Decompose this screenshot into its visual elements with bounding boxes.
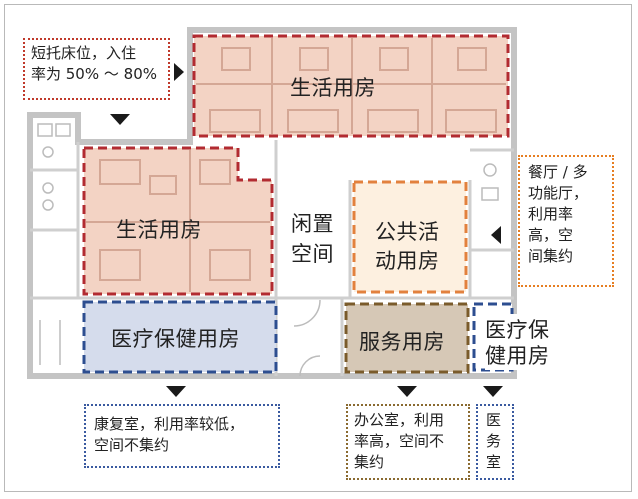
clinic-note-line-1: 医 <box>486 411 502 429</box>
rehab-note-line-1: 康复室，利用率较低， <box>94 415 245 433</box>
office-note-line-2: 率高，空间不 <box>354 432 445 450</box>
office-note: 办公室，利用 率高，空间不 集约 <box>346 404 470 480</box>
rehab-note: 康复室，利用率较低， 空间不集约 <box>84 404 280 468</box>
clinic-note: 医 务 室 <box>476 404 514 480</box>
public-activity-label-1: 公共活 <box>375 220 440 244</box>
medical-care-room <box>82 300 278 374</box>
dining-arrow-left-icon <box>491 226 501 244</box>
medical-small-label-1: 医疗保 <box>485 314 550 344</box>
rehab-arrow-down-icon <box>166 386 186 397</box>
interior-walls <box>30 140 514 376</box>
service-label: 服务用房 <box>359 330 445 354</box>
rehab-note-line-2: 空间不集约 <box>94 436 170 454</box>
fixtures <box>37 123 499 377</box>
bed-rate-arrow-down-icon <box>110 114 130 125</box>
dining-note-line-2: 功能厅， <box>528 184 589 202</box>
dining-note: 餐厅 / 多 功能厅， 利用率 高，空 间集约 <box>518 155 614 287</box>
medical-small-label-2: 健用房 <box>485 340 550 370</box>
dining-note-line-5: 间集约 <box>528 247 574 265</box>
clinic-note-line-2: 务 <box>486 432 502 450</box>
clinic-arrow-down-icon <box>483 386 503 397</box>
dining-note-line-1: 餐厅 / 多 <box>528 163 588 181</box>
office-note-line-1: 办公室，利用 <box>354 411 445 429</box>
living-rooms-left <box>82 146 274 296</box>
living-top-label: 生活用房 <box>290 76 376 100</box>
bed-rate-note: 短托床位，入住 率为 50% ～ 80% <box>23 38 170 100</box>
office-note-line-3: 集约 <box>354 453 385 471</box>
idle-space-label-2: 空间 <box>291 242 334 266</box>
medical-care-label: 医疗保健用房 <box>111 327 240 351</box>
bed-rate-arrow-right-icon <box>174 63 184 81</box>
bed-rate-note-line-2: 率为 50% ～ 80% <box>31 65 157 83</box>
bed-rate-note-line-1: 短托床位，入住 <box>31 44 137 62</box>
dining-note-line-3: 利用率 <box>528 205 574 223</box>
living-rooms-top <box>192 34 510 138</box>
living-left-label: 生活用房 <box>116 218 202 242</box>
clinic-note-line-3: 室 <box>486 453 502 471</box>
public-activity-label-2: 动用房 <box>375 249 440 273</box>
service-room <box>344 302 470 374</box>
building-walls <box>27 27 517 379</box>
idle-space-label-1: 闲置 <box>291 212 334 236</box>
office-arrow-down-icon <box>397 386 417 397</box>
public-activity-room <box>352 180 468 294</box>
dining-note-line-4: 高，空 <box>528 226 574 244</box>
